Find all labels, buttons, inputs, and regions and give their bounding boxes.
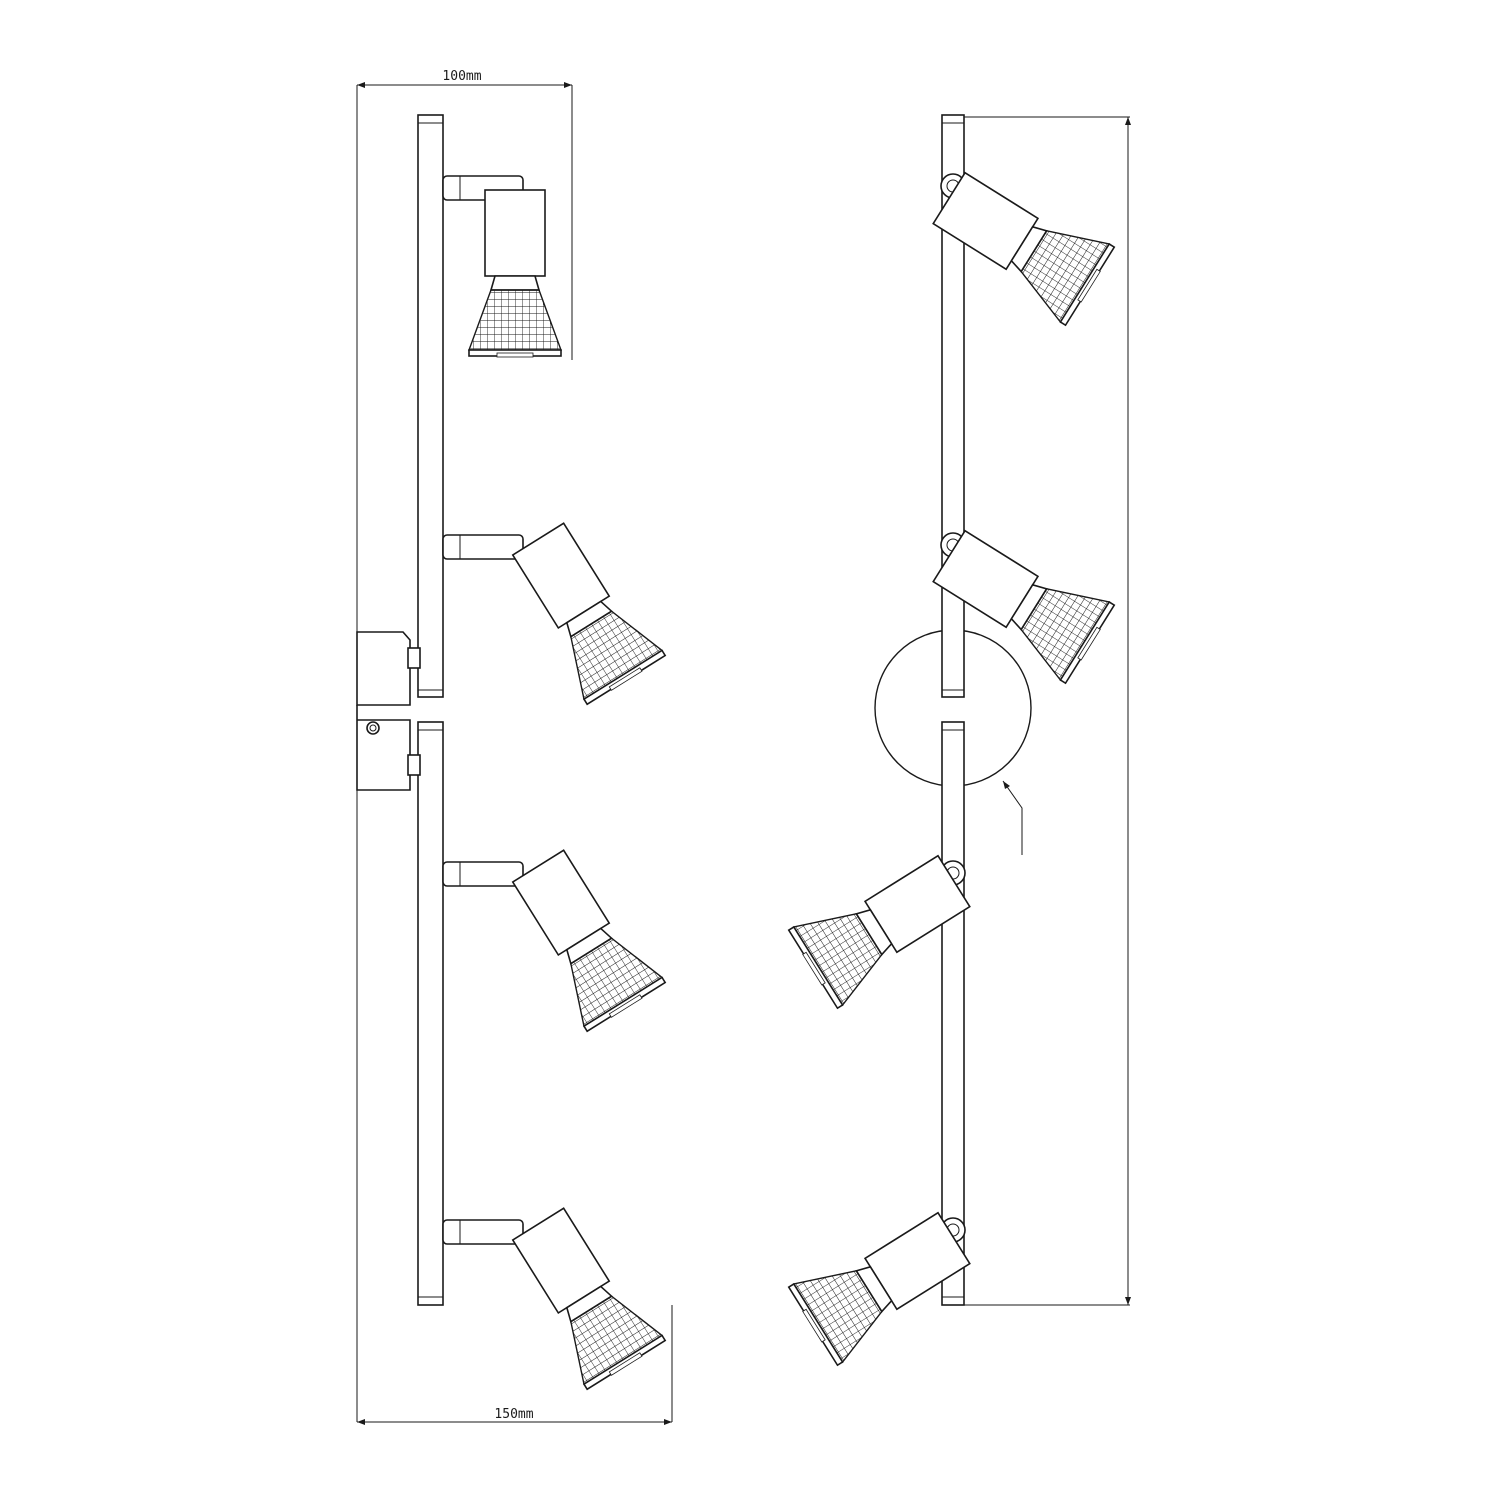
overall-length-dimension [964, 116, 1131, 1306]
bottom-width-label: 150mm [494, 1407, 533, 1422]
top-width-label: 100mm [442, 69, 481, 84]
front-mount-box [356, 631, 421, 791]
mount-screw-icon [366, 721, 380, 735]
front-spotlight-3 [442, 840, 667, 1033]
side-spotlight-3 [787, 841, 980, 1010]
front-lower-bar [417, 721, 444, 1306]
front-spotlight-4 [442, 1198, 667, 1391]
top-width-dimension: 100mm [356, 69, 573, 700]
front-spotlight-2 [442, 513, 667, 706]
side-spotlight-4 [787, 1198, 980, 1367]
front-view: 100mm 150mm [356, 69, 673, 1425]
side-spotlight-1 [923, 158, 1116, 327]
bottom-width-dimension: 150mm [356, 790, 673, 1425]
side-spotlight-2 [923, 516, 1116, 685]
front-spotlight-1 [442, 175, 562, 358]
side-view [787, 114, 1131, 1367]
plate-diameter-leader [1002, 780, 1023, 855]
front-upper-bar [417, 114, 444, 698]
